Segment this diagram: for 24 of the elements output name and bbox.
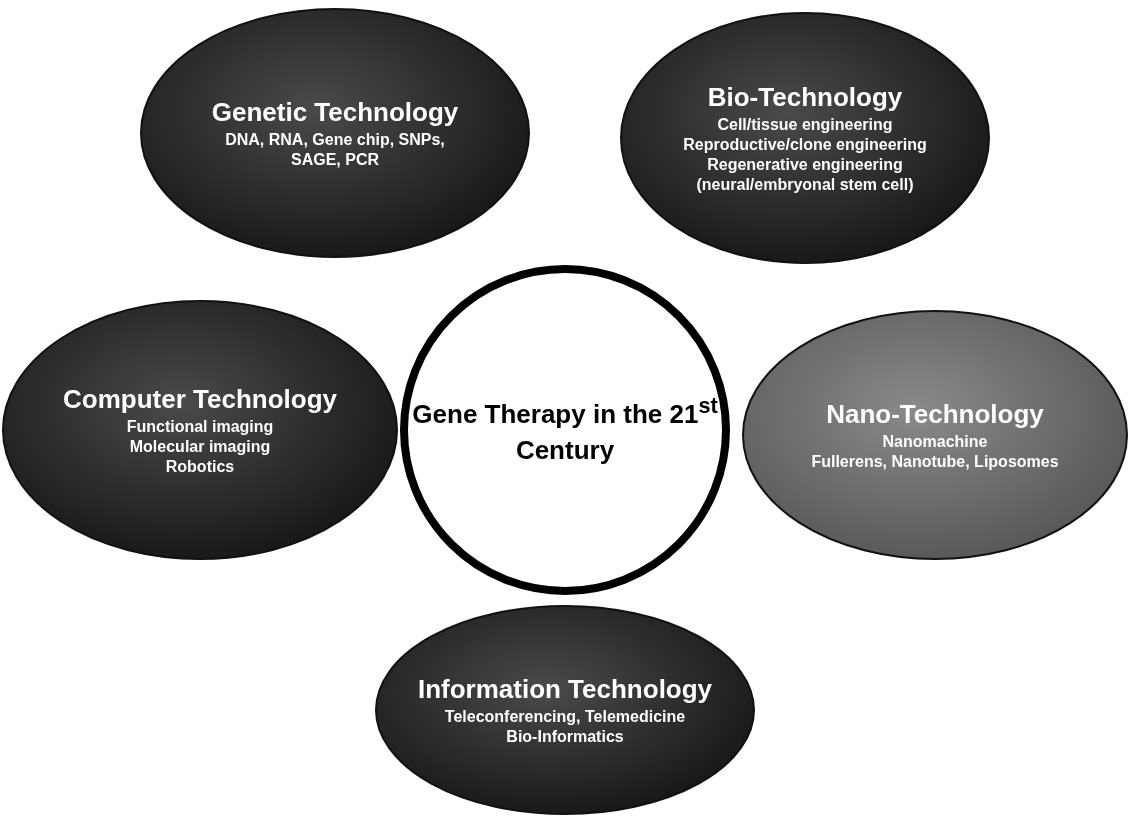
topic-item: Molecular imaging	[129, 436, 271, 457]
center-title: Gene Therapy in the 21$^{st}$ Century	[411, 392, 719, 468]
topic-item: Nanomachine	[882, 431, 988, 452]
topic-heading: Information Technology	[417, 673, 713, 705]
topic-item: DNA, RNA, Gene chip, SNPs, SAGE, PCR	[224, 129, 446, 170]
topic-ellipse	[620, 12, 990, 264]
topic-item: Reproductive/clone engineering	[683, 134, 927, 155]
topic-item: Functional imaging	[126, 416, 274, 437]
topic-ellipse	[2, 300, 398, 560]
topic-item: Teleconferencing, Telemedicine	[444, 706, 686, 727]
topic-heading: Bio-Technology	[707, 81, 903, 113]
topic-heading: Nano-Technology	[826, 398, 1044, 430]
topic-heading: Computer Technology	[63, 383, 337, 415]
topic-item: Bio-Informatics	[506, 726, 624, 747]
topic-item: (neural/embryonal stem cell)	[696, 174, 914, 195]
topic-item: Cell/tissue engineering	[717, 114, 893, 135]
topic-ellipse	[742, 310, 1128, 560]
topic-item: Fullerens, Nanotube, Liposomes	[811, 451, 1059, 472]
topic-heading: Genetic Technology	[211, 96, 459, 128]
topic-ellipse	[375, 605, 755, 815]
center-circle	[400, 265, 730, 595]
topic-item: Regenerative engineering	[707, 154, 903, 175]
topic-ellipse	[140, 8, 530, 258]
topic-item: Robotics	[165, 456, 235, 477]
